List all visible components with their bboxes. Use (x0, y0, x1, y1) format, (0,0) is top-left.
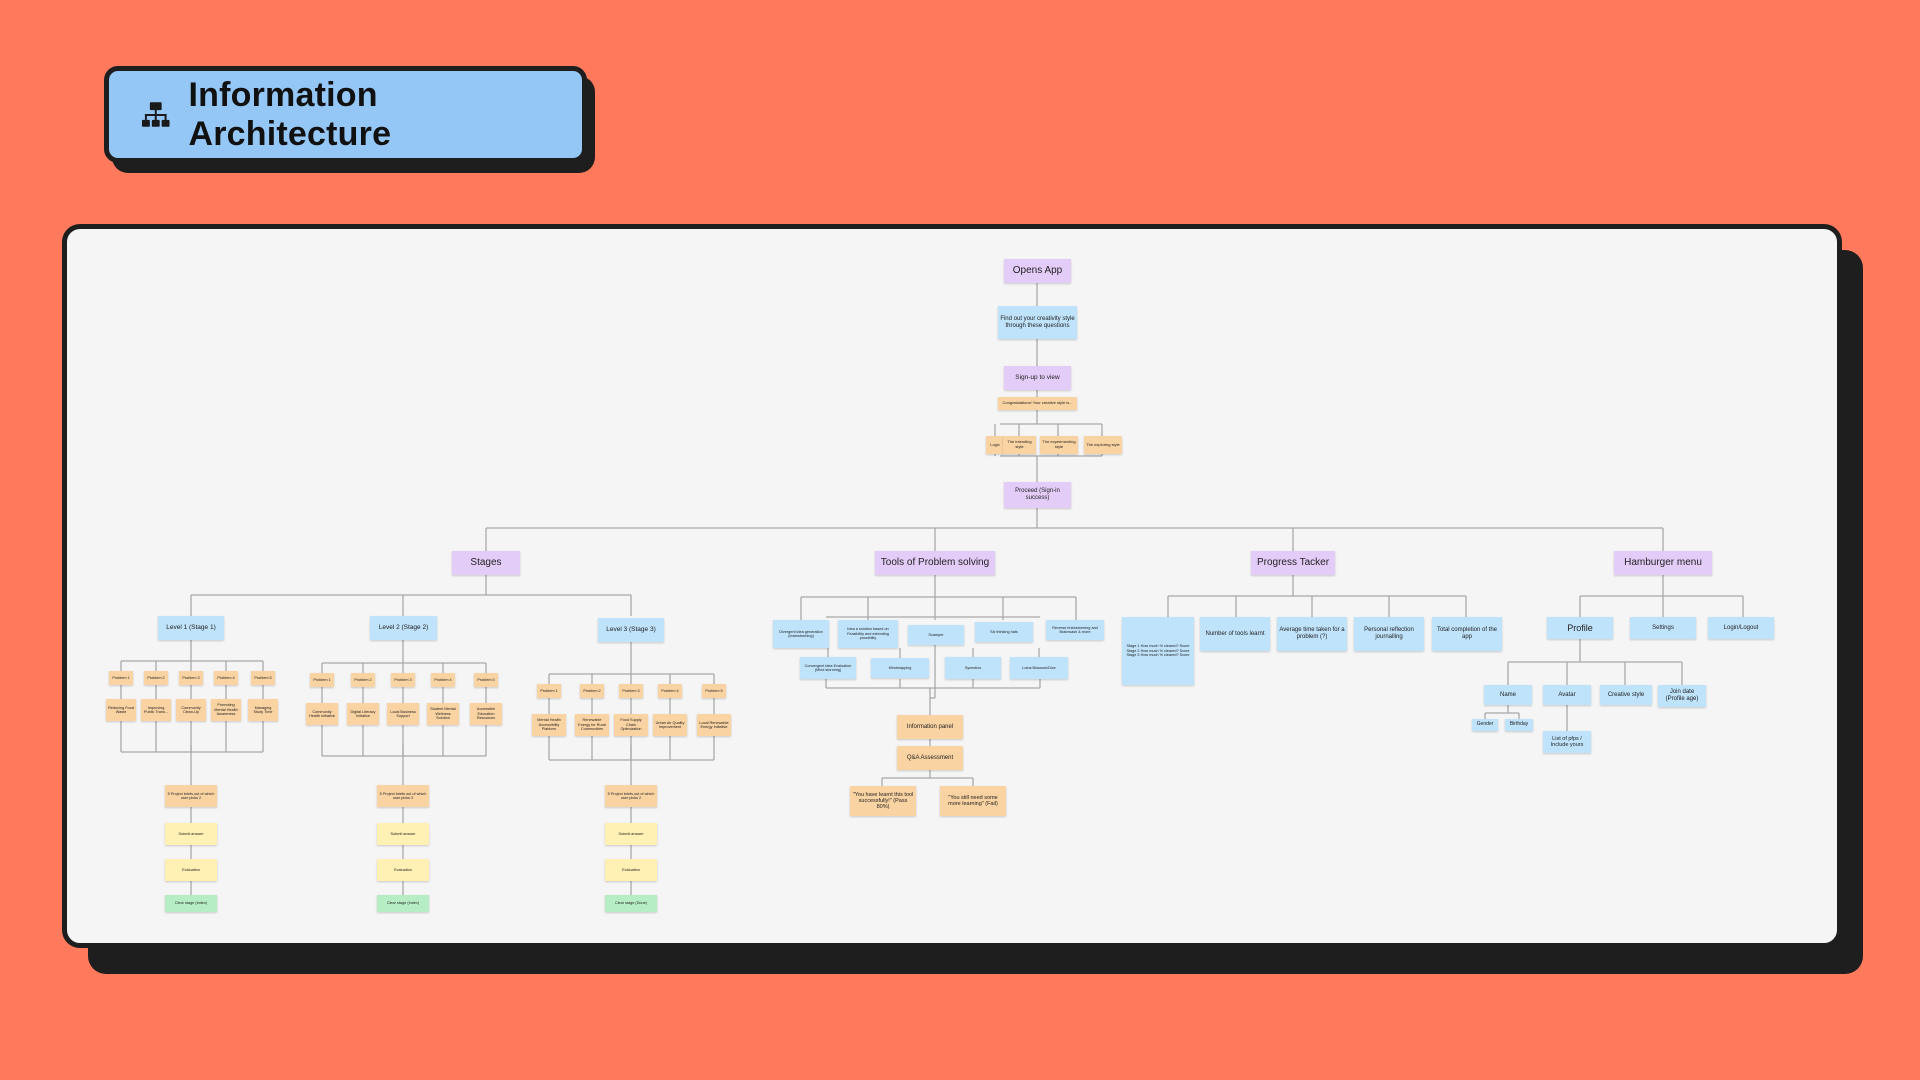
node-level3: Level 3 (Stage 3) (598, 618, 664, 642)
l3-problem: Problem 5 (702, 684, 726, 698)
node-stages: Stages (452, 551, 520, 575)
node-congrats: Congratulations! Your creative style is.… (998, 397, 1077, 410)
l3-problem: Problem 3 (619, 684, 643, 698)
l1-topic: Community Clean-Up (176, 699, 206, 721)
node-level1: Level 1 (Stage 1) (158, 616, 224, 640)
node-proceed: Proceed (Sign-in success) (1004, 482, 1071, 508)
tool-idea: Idea a solution based on Feasibility and… (838, 620, 898, 648)
l1-evaluation: Evaluation (165, 859, 217, 881)
l1-topic: Managing Study Time (248, 699, 278, 721)
node-style-1: Logic (986, 436, 1004, 454)
menu-join-date: Join date (Profile age) (1658, 685, 1706, 707)
l3-submit: Submit answer (605, 823, 657, 845)
tool-info-panel: Information panel (897, 715, 963, 739)
l3-problem: Problem 1 (537, 684, 561, 698)
node-style-3: The experimenting style (1040, 436, 1078, 454)
menu-settings: Settings (1630, 617, 1696, 639)
tool-synectics: Synectics (945, 657, 1001, 679)
l2-topic: Digital Literacy Initiative (347, 703, 379, 725)
menu-login: Login/Logout (1708, 617, 1774, 639)
l3-topic: Local Renewable Energy Initiative (697, 714, 731, 736)
l3-topic: Food Supply Chain Optimization (614, 714, 648, 736)
l1-submit: Submit answer (165, 823, 217, 845)
node-hamburger: Hamburger menu (1614, 551, 1712, 575)
l3-topic: Renewable Energy for Rural Communities (575, 714, 609, 736)
progress-reflection: Personal reflection journalling (1354, 617, 1424, 651)
l3-problem: Problem 2 (580, 684, 604, 698)
l2-topic: Community Health Initiative (306, 703, 338, 725)
node-style-4: The exploring style (1084, 436, 1122, 454)
tool-pass: "You have learnt this tool successfully!… (850, 786, 916, 816)
node-style-2: The intending style (1003, 436, 1036, 454)
tool-lotus: Lotus Blossom/Dice (1010, 657, 1068, 679)
l3-evaluation: Evaluation (605, 859, 657, 881)
l1-topic: Promoting Mental Health Awareness (211, 699, 241, 721)
l2-topic: Accessible Education Resources (470, 703, 502, 725)
page-title: Information Architecture (188, 75, 392, 153)
menu-birthday: Birthday (1505, 719, 1533, 731)
l3-topic: Urban Air Quality Improvement (653, 714, 687, 736)
l1-clear: Clear stage (Index) (165, 895, 217, 912)
l2-problem: Problem 2 (351, 673, 375, 687)
menu-pfps: List of pfps / Include yours (1543, 731, 1591, 753)
node-find-out: Find out your creativity style through t… (998, 306, 1077, 339)
node-level2: Level 2 (Stage 2) (370, 616, 437, 640)
l2-problem: Problem 4 (431, 673, 455, 687)
tool-fail: "You still need some more learning" (Fai… (940, 786, 1006, 816)
sitemap-icon (141, 101, 170, 127)
l2-problem: Problem 1 (310, 673, 334, 687)
node-progress: Progress Tacker (1251, 551, 1335, 575)
l1-problem: Problem 3 (179, 671, 203, 685)
node-tools: Tools of Problem solving (875, 551, 995, 575)
progress-tools-learnt: Number of tools learnt (1200, 617, 1270, 651)
title-card: Information Architecture (104, 66, 587, 163)
tool-six-hats: Six thinking hats (975, 622, 1033, 642)
l2-topic: Student Mental Wellness Solution (427, 703, 459, 725)
l2-evaluation: Evaluation (377, 859, 429, 881)
node-sign-up: Sign-up to view (1004, 366, 1071, 390)
menu-creative-style: Creative style (1600, 685, 1652, 705)
l1-problem: Problem 2 (144, 671, 168, 685)
menu-avatar: Avatar (1543, 685, 1591, 705)
l3-problem: Problem 4 (658, 684, 682, 698)
menu-name: Name (1484, 685, 1532, 705)
node-opens-app: Opens App (1004, 259, 1071, 283)
tool-qa: Q&A Assessment (897, 746, 963, 770)
l2-submit: Submit answer (377, 823, 429, 845)
menu-gender: Gender (1472, 719, 1498, 731)
tool-mindmapping: Mindmapping (871, 658, 929, 678)
tool-divergent: Divergent idea generation (brainstorming… (773, 620, 829, 648)
progress-avg-time: Average time taken for a problem (?) (1277, 617, 1347, 651)
l3-topic: Mental Health Accessibility Platform (532, 714, 566, 736)
l3-pick: 5 Project briefs out of which user picks… (605, 785, 657, 807)
l2-clear: Clear stage (Index) (377, 895, 429, 912)
connector-lines (120, 283, 1744, 895)
l1-problem: Problem 4 (214, 671, 238, 685)
l2-problem: Problem 3 (391, 673, 415, 687)
tool-scamper: Scamper (908, 625, 964, 645)
l1-topic: Improving Public Trans... (141, 699, 171, 721)
l2-problem: Problem 5 (474, 673, 498, 687)
l1-problem: Problem 5 (251, 671, 275, 685)
l2-topic: Local Business Support (387, 703, 419, 725)
tool-convergent: Convergent idea Evaluation (Mind stormin… (800, 657, 856, 679)
progress-stages-detail: Stage 1 How much % cleared? Score Stage … (1122, 617, 1194, 685)
l1-pick: 5 Project briefs out of which user picks… (165, 785, 217, 807)
l3-clear: Clear stage (Done) (605, 895, 657, 912)
tool-reverse: Reverse brainstorming and Brainwash & mo… (1046, 620, 1104, 640)
l2-pick: 5 Project briefs out of which user picks… (377, 785, 429, 807)
l1-topic: Reducing Food Waste (106, 699, 136, 721)
l1-problem: Problem 1 (109, 671, 133, 685)
progress-completion: Total completion of the app (1432, 617, 1502, 651)
menu-profile: Profile (1547, 617, 1613, 639)
